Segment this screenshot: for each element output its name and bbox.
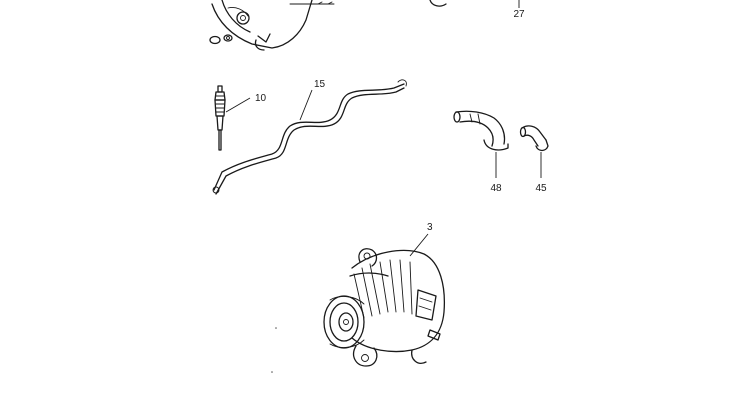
callout-10-label: 10 xyxy=(255,93,267,104)
elbow-fitting-part[interactable] xyxy=(519,125,549,152)
top-fitting-part[interactable] xyxy=(429,0,447,7)
callout-15: 15 xyxy=(299,79,326,121)
callout-10: 10 xyxy=(225,93,267,113)
callout-3-label: 3 xyxy=(427,222,433,233)
glow-plug-part[interactable] xyxy=(214,85,226,151)
callout-48-label: 48 xyxy=(490,183,502,194)
hose-elbow-part[interactable] xyxy=(453,110,509,151)
callout-48: 48 xyxy=(490,152,502,194)
callout-15-label: 15 xyxy=(314,79,326,90)
scan-specks xyxy=(271,327,277,373)
callout-27-label: 27 xyxy=(513,9,525,20)
alternator-part[interactable] xyxy=(323,248,446,367)
callout-45-label: 45 xyxy=(535,183,547,194)
wire-harness-part[interactable] xyxy=(212,79,407,195)
starter-motor-part[interactable] xyxy=(209,0,335,51)
callout-45: 45 xyxy=(535,152,547,194)
callout-3: 3 xyxy=(409,222,433,257)
callout-27: 27 xyxy=(513,0,525,20)
